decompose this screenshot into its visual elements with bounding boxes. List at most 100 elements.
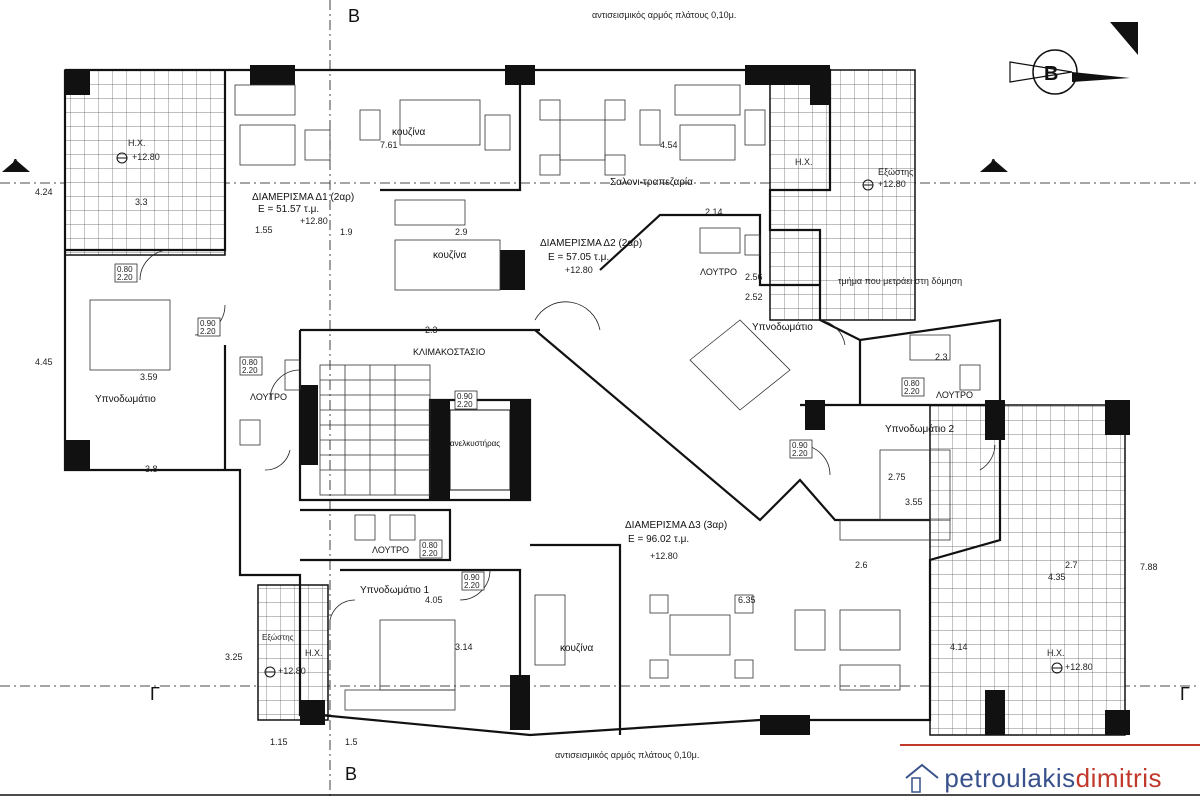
- svg-text:+12.80: +12.80: [300, 216, 328, 226]
- svg-text:0.902.20: 0.902.20: [457, 392, 473, 409]
- svg-text:0.902.20: 0.902.20: [200, 319, 216, 336]
- svg-text:2.6: 2.6: [855, 560, 868, 570]
- balcony-ne: [769, 69, 916, 321]
- svg-text:4.24: 4.24: [35, 187, 53, 197]
- dimensions: 7.61 4.54 3.3 1.55 1.9 2.9 2.14 2.56 2.5…: [35, 140, 1158, 747]
- svg-text:2.52: 2.52: [745, 292, 763, 302]
- svg-text:1.9: 1.9: [340, 227, 353, 237]
- svg-text:ΛΟΥΤΡΟ: ΛΟΥΤΡΟ: [372, 545, 409, 555]
- logo-text: petroulakisdimitris: [944, 763, 1162, 794]
- svg-text:3.59: 3.59: [140, 372, 158, 382]
- svg-text:4.45: 4.45: [35, 357, 53, 367]
- logo-text-part2: dimitris: [1075, 763, 1162, 793]
- section-marker-g-left: Γ: [150, 684, 160, 704]
- level-marker-ne: +12.80 Εξώστης Η.Χ.: [795, 157, 914, 191]
- svg-text:A: A: [988, 157, 999, 174]
- svg-text:3.3: 3.3: [135, 197, 148, 207]
- svg-text:B: B: [348, 6, 360, 26]
- svg-text:3.14: 3.14: [455, 642, 473, 652]
- svg-text:2.9: 2.9: [455, 227, 468, 237]
- section-marker-a-right: A: [980, 157, 1008, 174]
- svg-text:0.802.20: 0.802.20: [117, 265, 133, 282]
- apartment-d2: ΔΙΑΜΕΡΙΣΜΑ Δ2 (2αρ) Ε = 57.05 τ.μ. +12.8…: [540, 238, 642, 275]
- svg-text:Γ: Γ: [1180, 684, 1190, 704]
- svg-text:ανελκυστήρας: ανελκυστήρας: [450, 439, 500, 448]
- svg-text:Γ: Γ: [150, 684, 160, 704]
- svg-text:2.14: 2.14: [705, 207, 723, 217]
- svg-text:Υπνοδωμάτιο 1: Υπνοδωμάτιο 1: [360, 584, 430, 596]
- svg-text:3.25: 3.25: [225, 652, 243, 662]
- svg-text:Η.Χ.: Η.Χ.: [128, 138, 146, 148]
- svg-text:Ε = 96.02 τ.μ.: Ε = 96.02 τ.μ.: [628, 534, 689, 545]
- compass-icon: B: [1009, 49, 1130, 95]
- svg-text:4.05: 4.05: [425, 595, 443, 605]
- svg-text:ΔΙΑΜΕΡΙΣΜΑ Δ1 (2αρ): ΔΙΑΜΕΡΙΣΜΑ Δ1 (2αρ): [252, 192, 354, 203]
- svg-text:Ε = 57.05 τ.μ.: Ε = 57.05 τ.μ.: [548, 252, 609, 263]
- svg-text:κουζίνα: κουζίνα: [392, 126, 426, 138]
- logo-text-part1: petroulakis: [944, 763, 1076, 793]
- svg-text:2.56: 2.56: [745, 272, 763, 282]
- svg-text:0.802.20: 0.802.20: [904, 379, 920, 396]
- apartment-d3: ΔΙΑΜΕΡΙΣΜΑ Δ3 (3αρ) Ε = 96.02 τ.μ. +12.8…: [625, 520, 727, 561]
- staircase-drawing: [319, 364, 431, 496]
- svg-text:6.35: 6.35: [738, 595, 756, 605]
- svg-text:Η.Χ.: Η.Χ.: [1047, 648, 1065, 658]
- svg-text:Εξώστης: Εξώστης: [262, 633, 294, 642]
- svg-text:+12.80: +12.80: [650, 551, 678, 561]
- svg-text:κουζίνα: κουζίνα: [433, 249, 467, 261]
- outer-walls: [63, 68, 1002, 737]
- svg-text:0.902.20: 0.902.20: [792, 441, 808, 458]
- svg-text:2.3: 2.3: [425, 325, 438, 335]
- level-marker-sw: +12.80 Η.Χ. Εξώστης: [262, 633, 323, 678]
- furniture: [89, 84, 981, 711]
- balcony-sw: [257, 584, 329, 721]
- section-marker-g-right: Γ: [1180, 684, 1190, 704]
- svg-text:4.14: 4.14: [950, 642, 968, 652]
- svg-text:+12.80: +12.80: [878, 179, 906, 189]
- level-marker-nw: +12.80 Η.Χ.: [116, 138, 160, 164]
- svg-text:+12.80: +12.80: [565, 265, 593, 275]
- level-marker-se: +12.80 Η.Χ.: [1047, 648, 1093, 674]
- svg-text:Η.Χ.: Η.Χ.: [795, 157, 813, 167]
- svg-text:A: A: [10, 157, 21, 174]
- balcony-se: [929, 404, 1126, 736]
- balcony-nw: [64, 69, 226, 256]
- seismic-joint-bottom: αντισεισμικός αρμός πλάτους 0,10μ.: [555, 750, 699, 760]
- svg-text:ΔΙΑΜΕΡΙΣΜΑ Δ3 (3αρ): ΔΙΑΜΕΡΙΣΜΑ Δ3 (3αρ): [625, 520, 727, 531]
- section-marker-a-left: A: [2, 157, 30, 174]
- svg-text:B: B: [1044, 63, 1058, 85]
- svg-text:ΛΟΥΤΡΟ: ΛΟΥΤΡΟ: [700, 267, 737, 277]
- svg-text:ΛΟΥΤΡΟ: ΛΟΥΤΡΟ: [936, 390, 973, 400]
- svg-text:Σαλονι-τραπεζαρία: Σαλονι-τραπεζαρία: [610, 176, 693, 188]
- svg-text:2.3: 2.3: [935, 352, 948, 362]
- columns: [65, 65, 1130, 735]
- svg-text:+12.80: +12.80: [278, 666, 306, 676]
- svg-text:1.5: 1.5: [345, 737, 358, 747]
- svg-text:3.8: 3.8: [145, 464, 158, 474]
- section-marker-b-bottom: B: [345, 764, 357, 784]
- svg-text:0.802.20: 0.802.20: [422, 541, 438, 558]
- svg-text:κουζίνα: κουζίνα: [560, 642, 594, 654]
- svg-text:1.55: 1.55: [255, 225, 273, 235]
- svg-text:Εξώστης: Εξώστης: [878, 167, 914, 177]
- apartment-d1: ΔΙΑΜΕΡΙΣΜΑ Δ1 (2αρ) Ε = 51.57 τ.μ. +12.8…: [252, 192, 354, 226]
- svg-text:B: B: [345, 764, 357, 784]
- svg-text:7.61: 7.61: [380, 140, 398, 150]
- svg-text:Υπνοδωμάτιο: Υπνοδωμάτιο: [95, 393, 156, 405]
- watermark-logo: petroulakisdimitris: [904, 754, 1162, 794]
- svg-text:4.54: 4.54: [660, 140, 678, 150]
- svg-text:2.7: 2.7: [1065, 560, 1078, 570]
- seismic-joint-top: αντισεισμικός αρμός πλάτους 0,10μ.: [592, 10, 736, 20]
- svg-text:+12.80: +12.80: [1065, 662, 1093, 672]
- svg-text:0.802.20: 0.802.20: [242, 358, 258, 375]
- svg-text:Η.Χ.: Η.Χ.: [305, 648, 323, 658]
